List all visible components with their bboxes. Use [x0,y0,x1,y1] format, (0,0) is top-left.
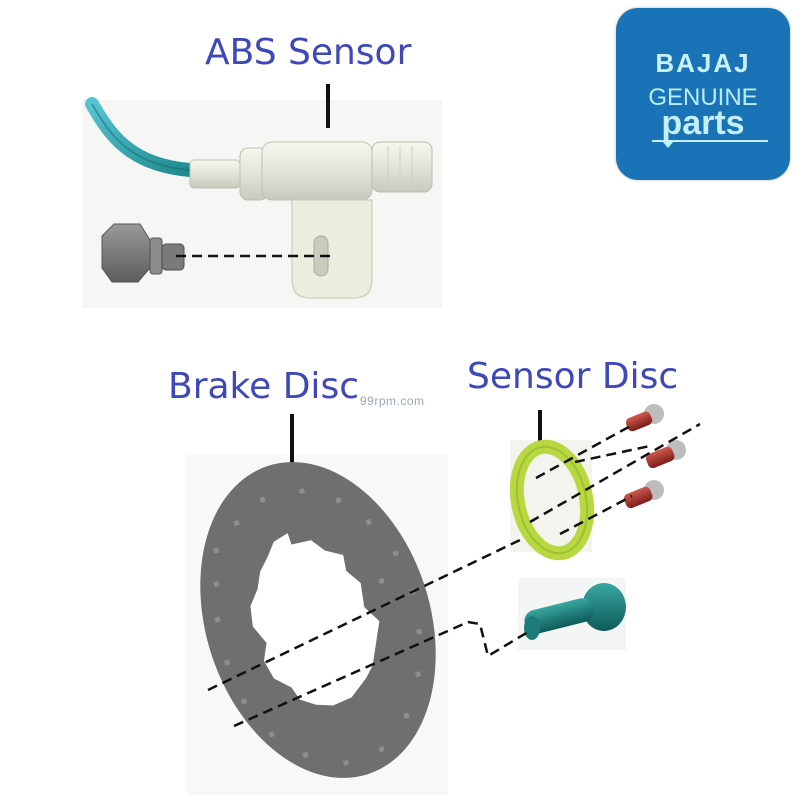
abs-sensor-icon [189,141,433,299]
sensor-disc-icon [509,439,595,561]
logo-genuine: GENUINE [648,84,758,111]
sensor-disc-screw-icon [623,480,664,509]
watermark: 99rpm.com [360,394,425,408]
bajaj-genuine-parts-logo: BAJAJ GENUINE parts [616,8,790,180]
logo-underline [652,140,768,142]
logo-check-icon [662,141,674,148]
sensor-bolt-icon [101,223,185,283]
brake-disc-icon [200,462,436,778]
brake-disc-bolt-icon [524,583,626,640]
brake-disc-label: Brake Disc [168,366,359,407]
logo-brand: BAJAJ [655,48,751,78]
sensor-disc-screw-icon [625,404,664,432]
sensor-cable-icon [85,97,197,177]
assembly-dashed-lines [207,422,701,728]
sensor-disc-label: Sensor Disc [467,356,679,397]
sensor-disc-screw-icon [645,440,686,469]
logo-parts: parts [661,104,745,142]
abs-sensor-label: ABS Sensor [205,32,412,73]
